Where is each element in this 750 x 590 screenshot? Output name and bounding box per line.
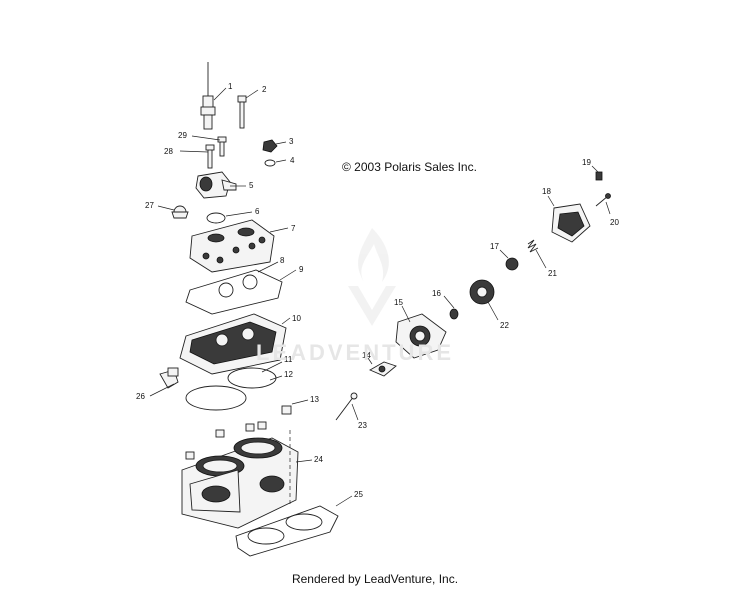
part-26-fitting xyxy=(159,367,179,389)
callout-23: 23 xyxy=(358,421,367,430)
callout-16: 16 xyxy=(432,289,441,298)
footer-credit: Rendered by LeadVenture, Inc. xyxy=(291,572,459,586)
callout-2: 2 xyxy=(262,85,267,94)
part-19-20-screws xyxy=(595,171,611,207)
callout-labels: 1 2 3 4 5 6 7 8 9 10 11 12 13 14 15 16 1… xyxy=(136,82,619,499)
part-5-thermostat-housing xyxy=(195,171,237,199)
callout-28: 28 xyxy=(164,147,173,156)
callout-15: 15 xyxy=(394,298,403,307)
part-2-bolt xyxy=(237,95,247,129)
part-28-29-bolts xyxy=(205,136,227,169)
part-6-o-ring xyxy=(206,212,226,224)
callout-24: 24 xyxy=(314,455,323,464)
part-16-seal xyxy=(449,308,459,320)
part-8-9-head-seal xyxy=(185,269,283,315)
part-11-12-gaskets xyxy=(185,367,277,411)
callout-12: 12 xyxy=(284,370,293,379)
callout-19: 19 xyxy=(582,158,591,167)
part-22-impeller xyxy=(469,279,495,305)
part-18-pump-cover xyxy=(551,203,591,243)
part-4-washer xyxy=(264,159,276,167)
part-15-pump-housing xyxy=(395,313,447,359)
callout-27: 27 xyxy=(145,201,154,210)
callout-11: 11 xyxy=(284,355,293,364)
callout-8: 8 xyxy=(280,256,285,265)
callout-7: 7 xyxy=(291,224,296,233)
callout-29: 29 xyxy=(178,131,187,140)
watermark-logo xyxy=(348,228,396,326)
watermark-text: LEADVENTURE xyxy=(256,340,455,365)
part-17-gear xyxy=(505,257,519,271)
callout-9: 9 xyxy=(299,265,304,274)
callout-14: 14 xyxy=(362,351,371,360)
part-21-spring xyxy=(527,239,539,253)
callout-10: 10 xyxy=(292,314,301,323)
callout-18: 18 xyxy=(542,187,551,196)
callout-20: 20 xyxy=(610,218,619,227)
callout-22: 22 xyxy=(500,321,509,330)
part-13-nuts xyxy=(185,405,292,460)
part-23-probe xyxy=(335,392,358,421)
callout-25: 25 xyxy=(354,490,363,499)
callout-6: 6 xyxy=(255,207,260,216)
part-7-head-cover xyxy=(189,219,275,273)
part-27-thermostat xyxy=(171,205,189,219)
callout-4: 4 xyxy=(290,156,295,165)
callout-5: 5 xyxy=(249,181,254,190)
part-1-temperature-sensor xyxy=(200,62,216,130)
callout-1: 1 xyxy=(228,82,233,91)
callout-26: 26 xyxy=(136,392,145,401)
part-3-nut xyxy=(262,139,278,153)
part-14-gasket xyxy=(368,361,397,377)
part-25-base-gasket xyxy=(235,505,339,557)
leader-lines xyxy=(149,87,611,507)
callout-3: 3 xyxy=(289,137,294,146)
copyright-text: © 2003 Polaris Sales Inc. xyxy=(342,160,477,174)
callout-21: 21 xyxy=(548,269,557,278)
part-10-cylinder-head xyxy=(179,313,287,375)
callout-17: 17 xyxy=(490,242,499,251)
callout-13: 13 xyxy=(310,395,319,404)
part-24-cylinder-block xyxy=(181,430,299,529)
